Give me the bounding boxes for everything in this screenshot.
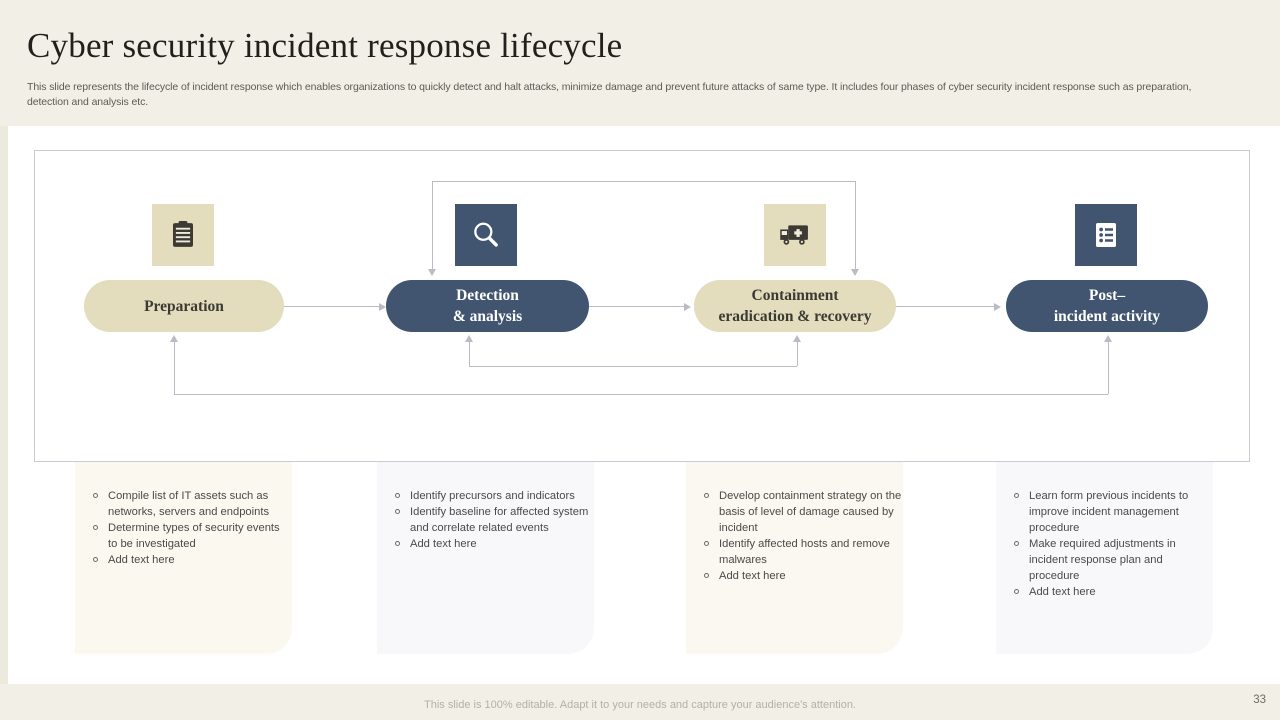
checklist-document-icon <box>1075 204 1137 266</box>
phase-label-post-incident-line2: incident activity <box>1053 308 1161 325</box>
detail-bullets-preparation: Compile list of IT assets such as networ… <box>87 488 292 568</box>
top-bracket-right-vertical <box>855 181 856 271</box>
phase-pill-detection-analysis[interactable]: Detection & analysis <box>386 280 589 332</box>
editable-slide-note: This slide is 100% editable. Adapt it to… <box>424 699 856 711</box>
detail-card-detection-analysis: Identify precursors and indicators Ident… <box>377 462 594 654</box>
detail-card-containment: Develop containment strategy on the basi… <box>686 462 903 654</box>
list-item: Identify baseline for affected system an… <box>389 504 594 536</box>
list-item: Compile list of IT assets such as networ… <box>87 488 292 520</box>
phase-pill-preparation[interactable]: Preparation <box>84 280 284 332</box>
phase-label-detection-line2: & analysis <box>452 308 523 325</box>
slide-footer-background <box>0 684 1280 720</box>
clipboard-checklist-icon <box>152 204 214 266</box>
inner-feedback-left-arrowhead <box>465 335 473 342</box>
list-item: Add text here <box>389 536 594 552</box>
detail-bullets-containment: Develop containment strategy on the basi… <box>698 488 903 584</box>
outer-feedback-left-vertical <box>174 341 175 394</box>
detail-bullets-post-incident: Learn form previous incidents to improve… <box>1008 488 1213 600</box>
detail-bullets-detection-analysis: Identify precursors and indicators Ident… <box>389 488 594 552</box>
inner-feedback-right-arrowhead <box>793 335 801 342</box>
inner-feedback-horizontal <box>469 366 797 367</box>
outer-feedback-right-vertical <box>1108 341 1109 394</box>
outer-feedback-right-arrowhead <box>1104 335 1112 342</box>
phase-pill-containment[interactable]: Containment eradication & recovery <box>694 280 896 332</box>
list-item: Identify affected hosts and remove malwa… <box>698 536 903 568</box>
inner-feedback-right-vertical <box>797 341 798 366</box>
arrow-detection-to-containment-head <box>684 303 691 311</box>
list-item: Determine types of security events to be… <box>87 520 292 552</box>
list-item: Make required adjustments in incident re… <box>1008 536 1213 584</box>
list-item: Add text here <box>87 552 292 568</box>
page-number: 33 <box>1253 694 1266 706</box>
phase-label-containment-line2: eradication & recovery <box>718 308 872 325</box>
magnifier-icon <box>455 204 517 266</box>
detail-card-post-incident: Learn form previous incidents to improve… <box>996 462 1213 654</box>
phase-pill-post-incident[interactable]: Post– incident activity <box>1006 280 1208 332</box>
top-bracket-left-vertical <box>432 181 433 271</box>
phase-label-preparation: Preparation <box>144 297 224 315</box>
list-item: Develop containment strategy on the basi… <box>698 488 903 536</box>
top-bracket-right-arrowhead <box>851 269 859 276</box>
arrow-containment-to-post-head <box>994 303 1001 311</box>
top-bracket-left-arrowhead <box>428 269 436 276</box>
arrow-preparation-to-detection-line <box>284 306 379 307</box>
lifecycle-diagram-panel: Preparation Detection & analysis <box>34 150 1250 462</box>
ambulance-icon <box>764 204 826 266</box>
page-subtitle: This slide represents the lifecycle of i… <box>27 81 1192 108</box>
arrow-containment-to-post-line <box>896 306 994 307</box>
slide-header: Cyber security incident response lifecyc… <box>0 0 1280 126</box>
detail-card-preparation: Compile list of IT assets such as networ… <box>75 462 292 654</box>
phase-label-containment-line1: Containment <box>751 287 839 304</box>
list-item: Identify precursors and indicators <box>389 488 594 504</box>
list-item: Add text here <box>1008 584 1213 600</box>
arrow-detection-to-containment-line <box>589 306 684 307</box>
page-title: Cyber security incident response lifecyc… <box>27 26 623 65</box>
list-item: Learn form previous incidents to improve… <box>1008 488 1213 536</box>
outer-feedback-left-arrowhead <box>170 335 178 342</box>
arrow-preparation-to-detection-head <box>379 303 386 311</box>
top-bracket-horizontal <box>432 181 855 182</box>
phase-label-detection-line1: Detection <box>456 287 519 304</box>
left-accent-strip <box>0 126 8 720</box>
outer-feedback-horizontal <box>174 394 1108 395</box>
inner-feedback-left-vertical <box>469 341 470 366</box>
phase-label-post-incident-line1: Post– <box>1088 287 1126 304</box>
list-item: Add text here <box>698 568 903 584</box>
